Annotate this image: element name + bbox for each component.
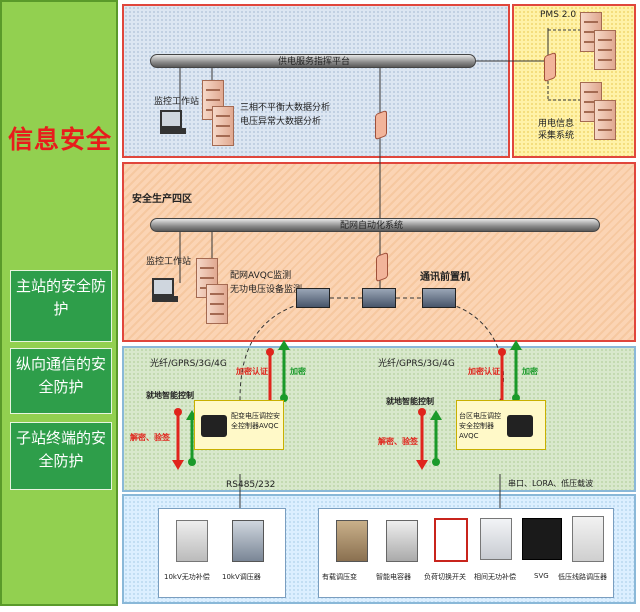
analysis-label-1: 三相不平衡大数据分析 <box>240 103 331 113</box>
workstation-top-label: 监控工作站 <box>154 97 200 107</box>
encrypt-auth-right: 加密认证 <box>468 367 500 376</box>
enc-right: 加密 <box>522 367 538 376</box>
box-terminal-protection: 子站终端的安全防护 <box>10 422 112 490</box>
firewall-icon <box>544 51 556 83</box>
server-icon <box>206 284 228 324</box>
firewall-icon <box>376 251 388 283</box>
lv-cabinet-icon <box>572 516 604 562</box>
link-left-label: 光纤/GPRS/3G/4G <box>150 359 227 369</box>
regulator-icon <box>232 520 264 562</box>
link-right-label: 光纤/GPRS/3G/4G <box>378 359 455 369</box>
terminal-left-label: 配变电压调控安全控制器AVQC <box>231 412 280 430</box>
switch-icon <box>422 288 456 308</box>
smart-capacitor-device <box>386 520 418 562</box>
device-label: 10kV无功补偿 <box>164 573 210 581</box>
svg-device <box>522 518 562 560</box>
tap-transformer-device <box>336 520 368 562</box>
service-platform-bus <box>150 54 476 68</box>
terminal-right-label: 台区电压调控安全控制器AVQC <box>459 412 501 440</box>
controller-icon <box>507 415 533 437</box>
workstation-prod <box>152 278 178 302</box>
phase-compensation-device <box>480 518 512 560</box>
service-platform-label: 供电服务指挥平台 <box>278 57 351 67</box>
switch-icon <box>362 288 396 308</box>
serial-label: 串口、LORA、低压载波 <box>508 479 594 488</box>
sidebar: 信息安全 主站的安全防护 纵向通信的安全防护 子站终端的安全防护 <box>0 0 118 606</box>
device-label: 10kV调压器 <box>222 573 261 581</box>
encrypt-auth-left: 加密认证 <box>236 367 268 376</box>
var-monitor-label: 无功电压设备监测 <box>230 285 303 295</box>
load-switch-device <box>434 518 468 562</box>
monitor-icon <box>152 278 174 296</box>
voltage-regulator-device <box>232 520 264 562</box>
decrypt-right: 解密、验签 <box>378 437 418 446</box>
avqc-monitor-label: 配网AVQC监测 <box>230 271 292 281</box>
keyboard-icon <box>160 128 186 134</box>
device-label: 相间无功补偿 <box>474 573 516 581</box>
workstation-prod-label: 监控工作站 <box>146 257 192 267</box>
device-label: 低压线路调压器 <box>558 573 607 581</box>
zone-communication <box>122 346 636 492</box>
reactive-compensation-device <box>176 520 208 562</box>
server-icon <box>212 106 234 146</box>
cabinet-icon <box>480 518 512 560</box>
device-label: SVG <box>534 572 549 580</box>
local-control-left: 就地智能控制 <box>146 391 194 400</box>
svg-unit-icon <box>522 518 562 560</box>
terminal-right: 台区电压调控安全控制器AVQC <box>456 400 546 450</box>
collection-system-label: 用电信息采集系统 <box>538 119 575 141</box>
local-control-right: 就地智能控制 <box>386 397 434 406</box>
device-label: 有载调压变 <box>322 573 357 581</box>
keyboard-icon <box>152 296 178 302</box>
server-icon <box>594 30 616 70</box>
distribution-automation-bus <box>150 218 600 232</box>
decrypt-left: 解密、验签 <box>130 433 170 442</box>
switch-icon <box>296 288 330 308</box>
pms-label: PMS 2.0 <box>540 10 577 20</box>
box-vertical-protection: 纵向通信的安全防护 <box>10 348 112 414</box>
low-voltage-regulator-device <box>572 516 604 562</box>
sidebar-title: 信息安全 <box>8 125 113 154</box>
controller-icon <box>201 415 227 437</box>
rs-label: RS485/232 <box>226 480 276 490</box>
transformer-icon <box>336 520 368 562</box>
box-master-protection: 主站的安全防护 <box>10 270 112 342</box>
front-processor-label: 通讯前置机 <box>420 272 470 283</box>
monitor-icon <box>160 110 182 128</box>
zone-service-platform <box>122 4 510 158</box>
firewall-icon <box>375 109 387 141</box>
terminal-left: 配变电压调控安全控制器AVQC <box>194 400 284 450</box>
prod-zone-title: 安全生产四区 <box>132 194 192 205</box>
capacitor-icon <box>386 520 418 562</box>
switch-box-icon <box>434 518 468 562</box>
distribution-automation-label: 配网自动化系统 <box>340 221 404 231</box>
device-label: 智能电容器 <box>376 573 411 581</box>
workstation-top <box>160 110 186 134</box>
pole-icon <box>176 520 208 562</box>
enc-left: 加密 <box>290 367 306 376</box>
device-label: 负荷切换开关 <box>424 573 466 581</box>
server-icon <box>594 100 616 140</box>
analysis-label-2: 电压异常大数据分析 <box>240 117 322 127</box>
